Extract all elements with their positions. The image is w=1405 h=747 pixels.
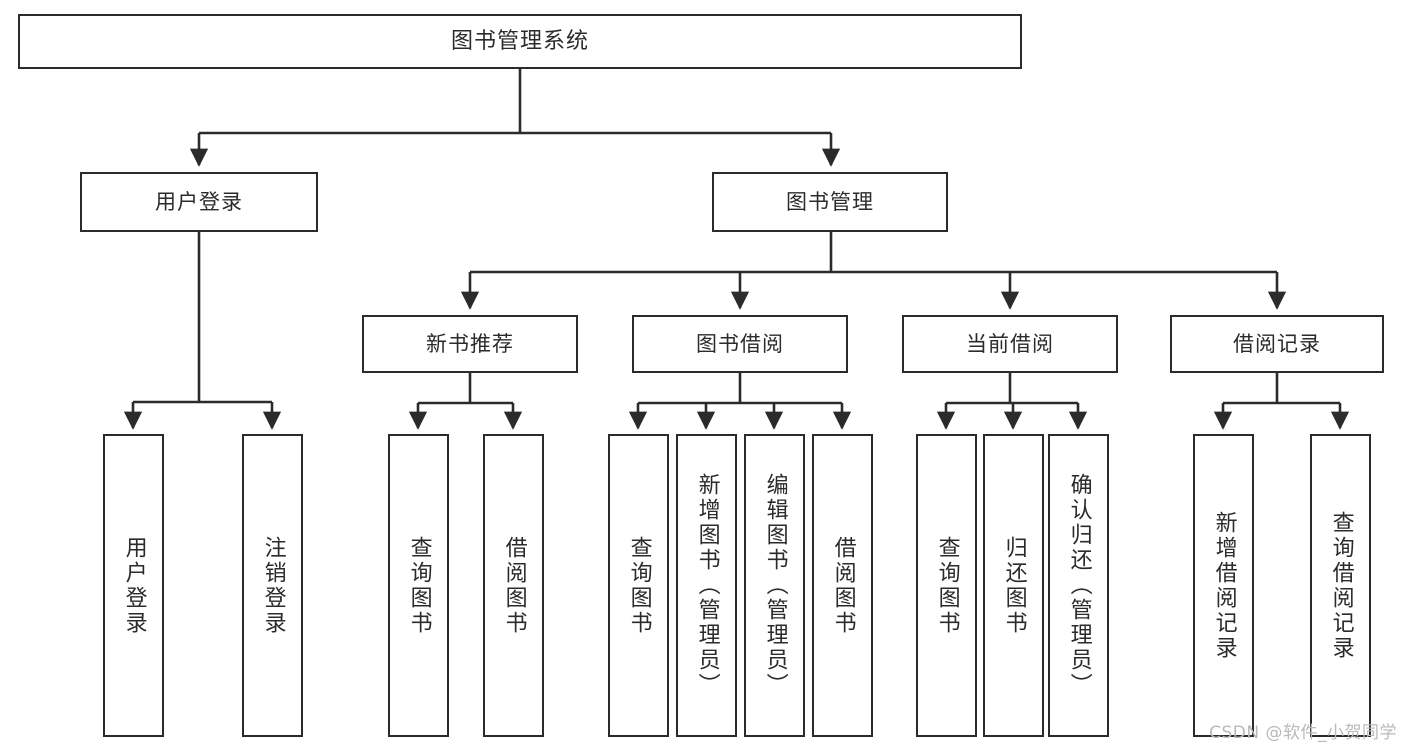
node-leaf-9[interactable]: 归还图书 bbox=[983, 434, 1044, 737]
node-label: 确认归还（管理员） bbox=[1066, 473, 1092, 698]
node-leaf-7[interactable]: 借阅图书 bbox=[812, 434, 873, 737]
node-root[interactable]: 图书管理系统 bbox=[18, 14, 1022, 69]
node-label: 用户登录 bbox=[121, 535, 147, 636]
node-leaf-8[interactable]: 查询图书 bbox=[916, 434, 977, 737]
node-label: 查询图书 bbox=[626, 535, 652, 636]
node-label: 归还图书 bbox=[1001, 535, 1027, 636]
node-level2-1[interactable]: 图书管理 bbox=[712, 172, 948, 232]
node-label: 用户登录 bbox=[155, 189, 243, 214]
node-label: 新增图书（管理员） bbox=[694, 473, 720, 698]
node-label: 借阅记录 bbox=[1233, 331, 1321, 356]
node-level3-0[interactable]: 新书推荐 bbox=[362, 315, 578, 373]
node-label: 查询图书 bbox=[934, 535, 960, 636]
node-label: 借阅图书 bbox=[501, 535, 527, 636]
node-level3-3[interactable]: 借阅记录 bbox=[1170, 315, 1384, 373]
node-label: 编辑图书（管理员） bbox=[762, 473, 788, 698]
node-label: 注销登录 bbox=[260, 535, 286, 636]
node-leaf-4[interactable]: 查询图书 bbox=[608, 434, 669, 737]
node-leaf-11[interactable]: 新增借阅记录 bbox=[1193, 434, 1254, 737]
node-label: 图书管理系统 bbox=[450, 28, 589, 54]
node-label: 当前借阅 bbox=[966, 331, 1054, 356]
node-label: 图书借阅 bbox=[696, 331, 784, 356]
node-leaf-0[interactable]: 用户登录 bbox=[103, 434, 164, 737]
node-label: 查询图书 bbox=[406, 535, 432, 636]
node-level2-0[interactable]: 用户登录 bbox=[80, 172, 318, 232]
node-leaf-3[interactable]: 借阅图书 bbox=[483, 434, 544, 737]
node-label: 借阅图书 bbox=[830, 535, 856, 636]
node-level3-2[interactable]: 当前借阅 bbox=[902, 315, 1118, 373]
node-leaf-1[interactable]: 注销登录 bbox=[242, 434, 303, 737]
node-leaf-6[interactable]: 编辑图书（管理员） bbox=[744, 434, 805, 737]
node-label: 新增借阅记录 bbox=[1211, 510, 1237, 661]
node-label: 图书管理 bbox=[786, 189, 874, 214]
node-leaf-10[interactable]: 确认归还（管理员） bbox=[1048, 434, 1109, 737]
node-leaf-2[interactable]: 查询图书 bbox=[388, 434, 449, 737]
node-label: 新书推荐 bbox=[426, 331, 514, 356]
node-label: 查询借阅记录 bbox=[1328, 510, 1354, 661]
node-level3-1[interactable]: 图书借阅 bbox=[632, 315, 848, 373]
node-leaf-5[interactable]: 新增图书（管理员） bbox=[676, 434, 737, 737]
node-leaf-12[interactable]: 查询借阅记录 bbox=[1310, 434, 1371, 737]
